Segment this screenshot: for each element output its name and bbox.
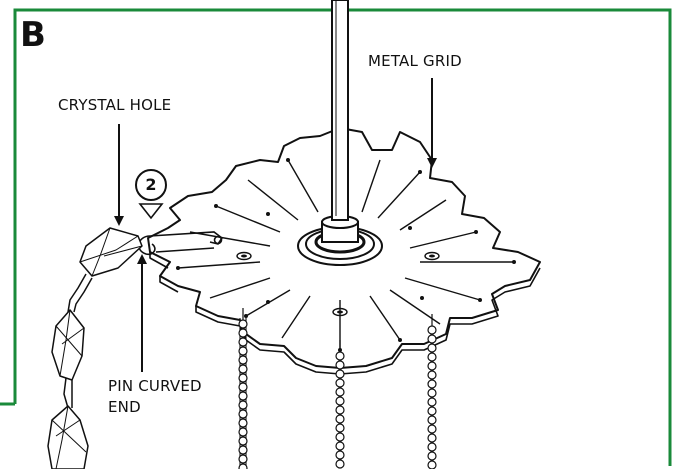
chain-bead: [427, 370, 437, 380]
chain-bead: [238, 400, 248, 410]
chain-bead: [238, 346, 248, 356]
chain-bead: [238, 382, 248, 392]
chain-bead: [238, 427, 248, 437]
chain-bead: [427, 415, 437, 425]
panel-letter: B: [20, 15, 46, 55]
chain-bead: [427, 352, 437, 362]
pin-curved-label-line2: END: [108, 398, 141, 416]
chain-bead: [238, 436, 248, 446]
chain-bead: [335, 414, 345, 424]
chain-bead: [335, 369, 345, 379]
center-rod: [297, 0, 383, 266]
step-number: 2: [145, 175, 157, 194]
chain-bead: [238, 463, 248, 469]
chain-bead: [427, 334, 437, 344]
chain-beads: [238, 308, 437, 469]
chain-bead: [427, 361, 437, 371]
step-indicator: [135, 169, 167, 220]
chain-bead: [238, 445, 248, 455]
chain-bead: [335, 378, 345, 388]
chain-bead: [238, 337, 248, 347]
leader-lines: [114, 78, 437, 372]
pin-curved-label-line1: PIN CURVED: [108, 377, 202, 395]
chain-bead: [335, 441, 345, 451]
chain-bead: [427, 442, 437, 452]
chain-bead: [238, 328, 248, 338]
chain-bead: [238, 319, 248, 329]
chain-bead: [427, 451, 437, 461]
chain-bead: [238, 418, 248, 428]
chain-bead: [335, 351, 345, 361]
chain-bead: [238, 364, 248, 374]
chain-bead: [427, 343, 437, 353]
chain-bead: [427, 379, 437, 389]
chain-bead: [335, 459, 345, 469]
chain-bead: [335, 396, 345, 406]
chain-bead: [427, 460, 437, 469]
chain-bead: [427, 406, 437, 416]
metal-grid-label: METAL GRID: [368, 52, 462, 70]
chain-bead: [238, 355, 248, 365]
chain-bead: [335, 387, 345, 397]
chain-bead: [427, 388, 437, 398]
chain-bead: [238, 454, 248, 464]
chain-bead: [427, 325, 437, 335]
chain-bead: [427, 424, 437, 434]
chain-bead: [335, 450, 345, 460]
chain-bead: [335, 432, 345, 442]
chain-bead: [238, 373, 248, 383]
chain-bead: [427, 433, 437, 443]
chain-bead: [335, 405, 345, 415]
crystal-hole-label: CRYSTAL HOLE: [58, 96, 172, 114]
chain-bead: [238, 409, 248, 419]
crystal-strand: [47, 227, 143, 469]
chain-bead: [427, 397, 437, 407]
chain-bead: [335, 423, 345, 433]
chain-bead: [335, 360, 345, 370]
chain-bead: [238, 391, 248, 401]
